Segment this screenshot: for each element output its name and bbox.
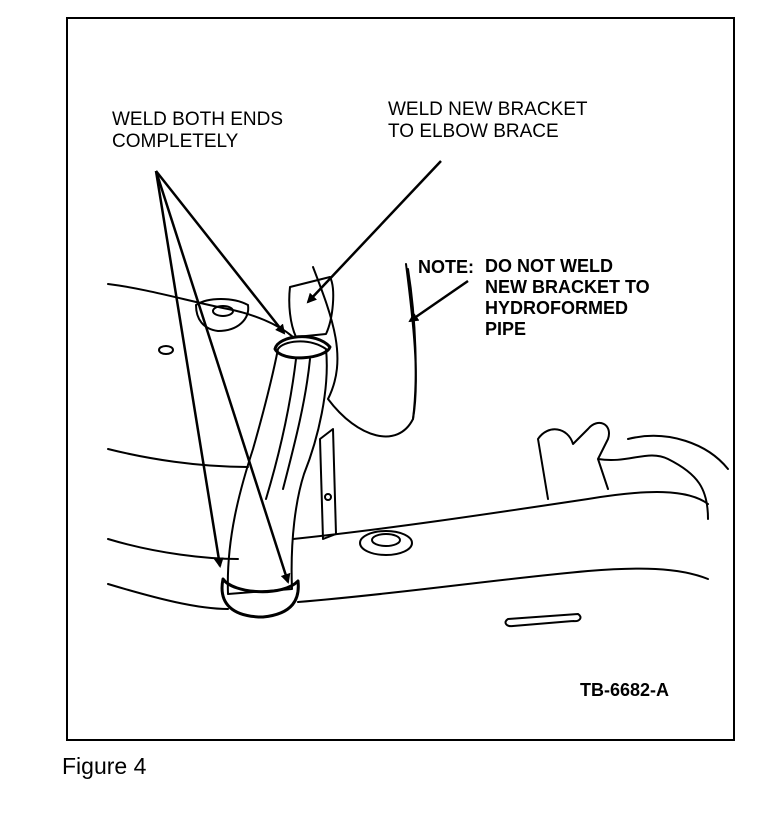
mount-plate [195,298,250,332]
frame-rail-left [107,283,294,338]
elbow-brace-tube [226,340,328,595]
crossmember-top-line [107,538,239,560]
pipe-boss-inner [371,533,401,547]
crossmember-pipe [292,491,709,603]
tube-weld-bottom [220,577,300,619]
callout-weld-bracket-line-2: TO ELBOW BRACE [388,121,559,142]
callout-weld-ends-line-2: COMPLETELY [112,131,239,152]
note-line-3: HYDROFORMED [485,298,628,318]
figure-caption: Figure 4 [62,753,147,779]
callout-weld-ends-line-1: WELD BOTH ENDS [112,109,284,130]
callout-weld-bracket-line-1: WELD NEW BRACKET [388,99,588,120]
crossmember-bottom-line [107,583,229,610]
leader-weld-bracket [306,160,442,304]
figure-code: TB-6682-A [580,680,670,700]
note-line-4: PIPE [485,319,527,339]
tube-shading-2 [282,358,311,490]
hydroformed-pipe-edge [407,268,417,420]
mount-hole [212,305,234,317]
small-hole [158,345,174,355]
leader-weld-ends-1 [154,170,224,568]
leader-weld-ends-3 [155,170,286,335]
bracket-weld-illustration [107,160,729,628]
leader-weld-ends-2 [154,170,291,584]
note-line-1: DO NOT WELD [485,256,613,276]
note-line-2: NEW BRACKET TO [485,277,650,297]
tube-weld-top [273,335,332,360]
note-body: DO NOT WELD NEW BRACKET TO HYDROFORMED P… [485,256,650,340]
right-contour [627,434,729,470]
note-label: NOTE: [418,257,474,277]
right-mount-clip [504,613,582,628]
callout-weld-new-bracket: WELD NEW BRACKET TO ELBOW BRACE [388,99,588,143]
new-bracket [288,276,335,338]
tube-shading-1 [265,358,297,500]
frame-rail-left-lower [107,448,249,468]
callout-weld-both-ends: WELD BOTH ENDS COMPLETELY [112,109,283,153]
bracket-bolt [324,493,332,501]
leader-note [408,279,469,323]
pipe-boss [359,530,413,556]
right-mount-bracket [537,421,709,520]
figure-frame: WELD BOTH ENDS COMPLETELY WELD NEW BRACK… [66,17,735,741]
bracket-plate [319,428,337,540]
